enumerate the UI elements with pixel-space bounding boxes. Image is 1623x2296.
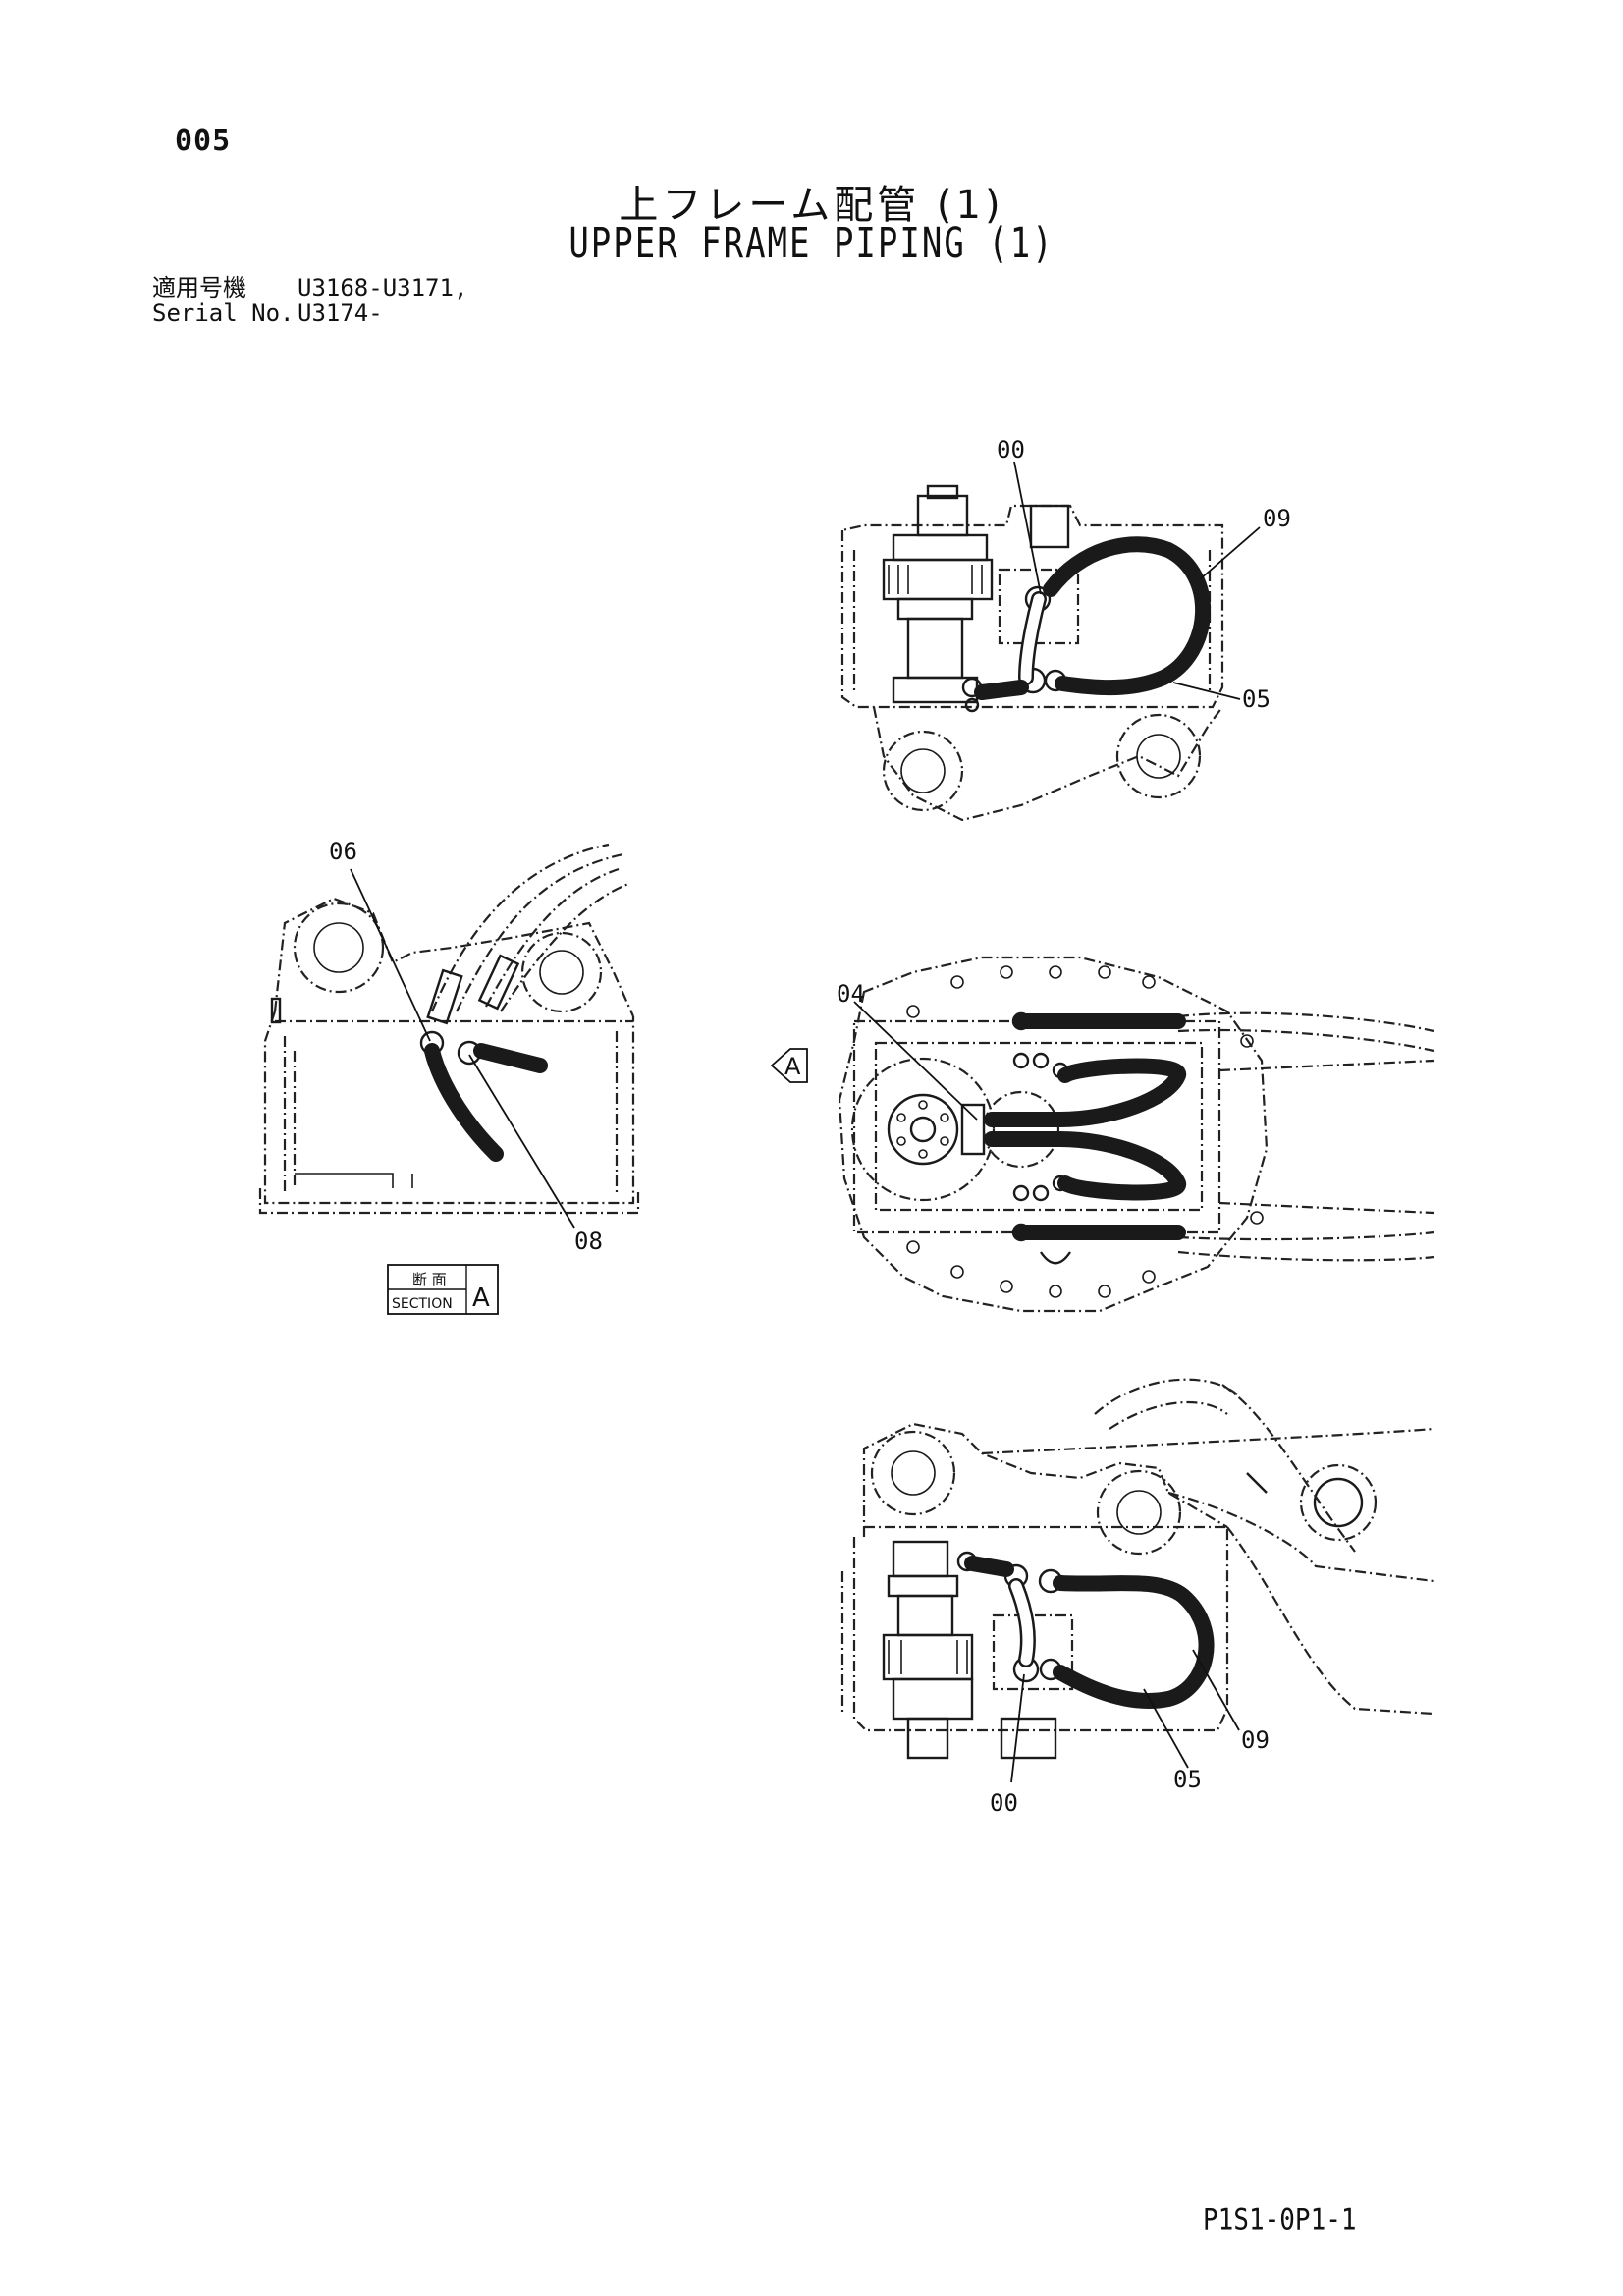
callout-top-00: 00 [997, 436, 1025, 464]
applicability-label-en: Serial No. [152, 300, 295, 327]
callout-top-09: 09 [1263, 505, 1291, 532]
callout-sec-06: 06 [329, 838, 357, 865]
top-view-drawing [840, 461, 1261, 822]
bottom-view-drawing [840, 1378, 1434, 1783]
section-label-jp: 断 面 [412, 1271, 447, 1288]
section-label-en: SECTION [392, 1296, 453, 1312]
serial-range-2: U3174- [298, 300, 383, 327]
plan-view-drawing [838, 956, 1434, 1313]
applicability-row-jp: 適用号機 U3168-U3171, [152, 275, 467, 301]
callout-sec-08: 08 [574, 1228, 603, 1255]
section-label-letter: A [472, 1284, 490, 1313]
page-title-jp: 上フレーム配管 (1) [619, 183, 1004, 228]
applicability-label-jp: 適用号機 [152, 274, 246, 301]
view-marker-a: A [784, 1053, 801, 1080]
serial-range-1: U3168-U3171, [298, 274, 468, 301]
document-code: P1S1-0P1-1 [1203, 2203, 1357, 2238]
callout-plan-04: 04 [837, 980, 865, 1008]
view-a-arrow-icon [770, 1048, 808, 1083]
callout-bottom-00: 00 [990, 1789, 1018, 1817]
callout-bottom-09: 09 [1241, 1726, 1270, 1754]
section-a-label [387, 1264, 499, 1315]
applicability-row-en: Serial No.U3174- [152, 301, 383, 326]
page-title-en: UPPER FRAME PIPING (1) [568, 219, 1055, 268]
page-number: 005 [175, 124, 232, 158]
section-a-drawing [258, 843, 640, 1229]
callout-bottom-05: 05 [1173, 1766, 1202, 1793]
callout-top-05: 05 [1242, 685, 1271, 713]
